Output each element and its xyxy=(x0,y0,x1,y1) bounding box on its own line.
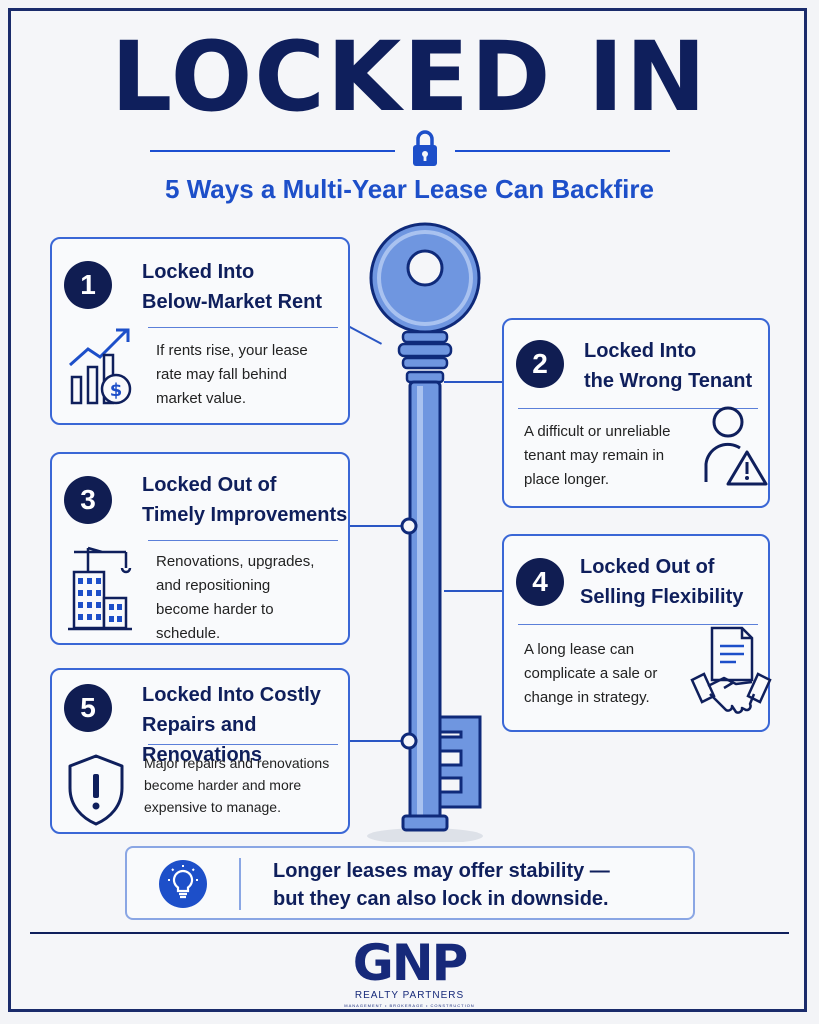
card-number-badge: 4 xyxy=(516,558,564,606)
card-text: A long lease can complicate a sale or ch… xyxy=(524,641,658,706)
page-subtitle: 5 Ways a Multi-Year Lease Can Backfire xyxy=(165,174,654,204)
card-text: If rents rise, your lease rate may fall … xyxy=(156,342,308,407)
card-title: Locked Into Below-Market Rent xyxy=(142,261,323,313)
card-title: Locked Into the Wrong Tenant xyxy=(584,340,753,392)
connector-node-5 xyxy=(400,732,418,750)
card-divider xyxy=(148,744,338,745)
lightbulb-badge xyxy=(159,860,207,908)
card-text: A difficult or unreliable tenant may rem… xyxy=(524,423,671,488)
card-number-badge: 5 xyxy=(64,684,112,732)
card-5: 5 Locked Into Costly Repairs and Renovat… xyxy=(50,668,350,834)
page-title: LOCKED IN xyxy=(111,21,708,133)
card-divider xyxy=(518,624,758,625)
company-tagline: MANAGEMENT • BROKERAGE • CONSTRUCTION xyxy=(344,1003,475,1008)
card-divider xyxy=(148,327,338,328)
summary-callout: Longer leases may offer stability — but … xyxy=(125,846,695,920)
rising-chart-dollar-icon: $ xyxy=(69,328,132,405)
card-divider xyxy=(148,540,338,541)
person-warning-icon xyxy=(704,406,768,486)
card-4: 4 Locked Out of Selling Flexibility A lo… xyxy=(502,534,772,732)
card-text: Renovations, upgrades, and repositioning… xyxy=(156,553,315,642)
card-3: 3 Locked Out of Timely Improvements Reno… xyxy=(50,452,350,645)
connector-4 xyxy=(444,590,504,592)
padlock-icon xyxy=(413,130,437,166)
title-rule-left xyxy=(150,150,395,152)
callout-text: Longer leases may offer stability — but … xyxy=(273,860,610,910)
key-illustration xyxy=(367,222,483,842)
building-crane-icon xyxy=(68,546,132,631)
card-number-badge: 3 xyxy=(64,476,112,524)
document-handshake-icon xyxy=(690,626,772,714)
card-divider xyxy=(518,408,758,409)
card-number-badge: 2 xyxy=(516,340,564,388)
company-logo: GNP xyxy=(352,934,469,992)
card-text: Major repairs and renovations become har… xyxy=(144,755,330,815)
callout-divider xyxy=(239,858,241,910)
card-2: 2 Locked Into the Wrong Tenant A difficu… xyxy=(502,318,770,508)
card-number-badge: 1 xyxy=(64,261,112,309)
connector-2 xyxy=(444,381,504,383)
card-title: Locked Out of Selling Flexibility xyxy=(580,556,744,608)
svg-text:$: $ xyxy=(110,380,123,401)
shield-exclamation-icon xyxy=(68,754,124,826)
card-title: Locked Into Costly Repairs and Renovatio… xyxy=(142,684,321,766)
connector-3 xyxy=(348,525,404,527)
lightbulb-icon xyxy=(168,865,198,899)
title-rule-right xyxy=(455,150,670,152)
footer-rule xyxy=(30,932,789,934)
card-1: 1 Locked Into Below-Market Rent $ If ren… xyxy=(50,237,350,425)
connector-5 xyxy=(348,740,404,742)
card-title: Locked Out of Timely Improvements xyxy=(142,474,348,526)
company-name: REALTY PARTNERS xyxy=(354,990,465,1001)
connector-node-3 xyxy=(400,517,418,535)
